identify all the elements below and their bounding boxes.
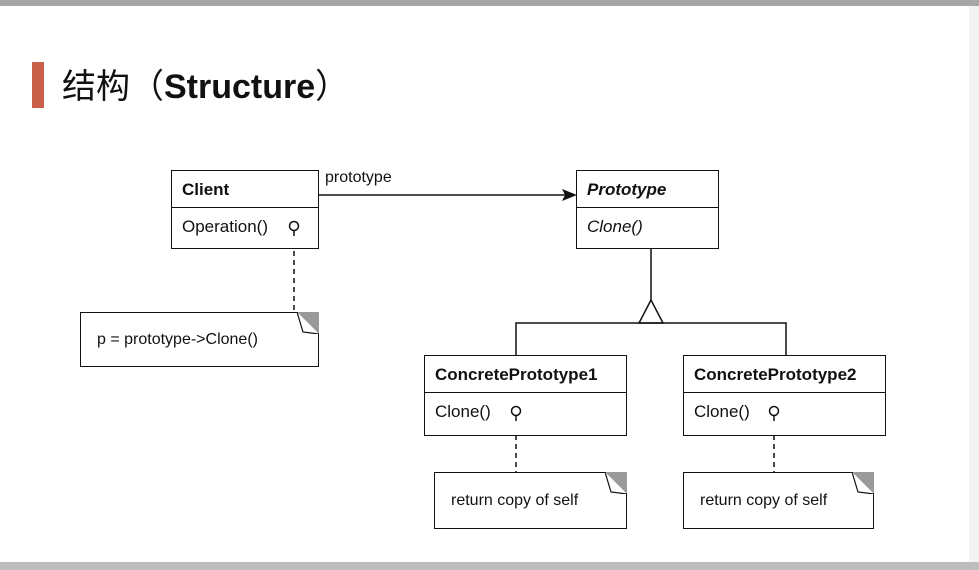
prototype-operation: Clone() (577, 208, 718, 248)
client-operation: Operation() (172, 208, 318, 248)
title-cn: 结构（ (62, 67, 164, 107)
concrete-prototype1-name: ConcretePrototype1 (425, 356, 626, 393)
prototype-class-box: Prototype Clone() (576, 170, 719, 249)
title-en: Structure (164, 68, 316, 106)
note-fold-icon (605, 472, 627, 494)
client-note: p = prototype->Clone() (80, 312, 319, 367)
concrete-prototype2-name: ConcretePrototype2 (684, 356, 885, 393)
note-fold-icon (297, 312, 319, 334)
concrete-prototype2-operation-label: Clone() (694, 402, 750, 421)
concrete1-note-anchor-icon (510, 405, 522, 417)
concrete-prototype1-box: ConcretePrototype1 Clone() (424, 355, 627, 436)
concrete2-note: return copy of self (683, 472, 874, 529)
concrete-prototype2-operation: Clone() (684, 393, 885, 433)
inheritance-branch (515, 322, 787, 355)
slide-title: 结构（Structure） (62, 64, 349, 110)
client-operation-label: Operation() (182, 217, 268, 236)
client-note-anchor-icon (288, 220, 300, 232)
association-label: prototype (325, 169, 392, 186)
client-class-name: Client (172, 171, 318, 208)
prototype-class-name: Prototype (577, 171, 718, 208)
note-fold-icon (852, 472, 874, 494)
client-note-text: p = prototype->Clone() (97, 330, 258, 348)
prototype-operation-label: Clone() (587, 217, 643, 236)
right-border-bar (969, 6, 979, 562)
concrete2-note-text: return copy of self (700, 491, 828, 509)
title-close: ） (315, 67, 350, 107)
title-accent-bar (32, 62, 44, 108)
concrete1-note: return copy of self (434, 472, 627, 529)
concrete-prototype2-box: ConcretePrototype2 Clone() (683, 355, 886, 436)
concrete2-note-anchor-icon (768, 405, 780, 417)
bottom-border-bar (0, 562, 979, 570)
top-border-bar (0, 0, 979, 6)
concrete-prototype1-operation: Clone() (425, 393, 626, 433)
concrete-prototype1-operation-label: Clone() (435, 402, 491, 421)
association-arrowhead (562, 189, 577, 201)
concrete1-note-text: return copy of self (451, 491, 579, 509)
